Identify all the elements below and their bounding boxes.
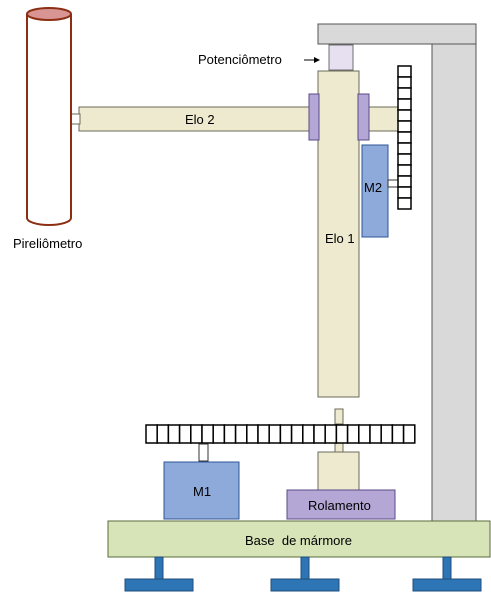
gear-tooth	[397, 186, 412, 199]
gear-tooth	[279, 424, 293, 444]
link-1	[317, 70, 360, 398]
gear-tooth	[397, 175, 412, 188]
motor-m1-label: M1	[193, 484, 211, 499]
gear-tooth	[397, 142, 412, 155]
pireliometer-label: Pireliômetro	[13, 236, 82, 251]
foot-middle	[270, 556, 340, 592]
gear-tooth	[257, 424, 270, 444]
gear-tooth	[397, 76, 412, 89]
gear-tooth	[397, 65, 412, 78]
gear-tooth	[313, 424, 326, 444]
motor-m1	[163, 461, 240, 520]
gear-tooth	[397, 98, 412, 111]
frame-top-beam	[317, 23, 477, 45]
gear-tooth	[397, 87, 412, 100]
horizontal-gear	[145, 424, 416, 444]
gear-tooth	[324, 424, 338, 444]
link-1-shaft	[334, 408, 344, 425]
gear-tooth	[212, 424, 226, 444]
gear-tooth	[397, 131, 412, 144]
link-1-label: Elo 1	[325, 231, 355, 246]
gear-tooth	[397, 153, 412, 166]
bearing	[286, 489, 396, 520]
gear-tooth	[178, 424, 192, 444]
motor-m2-label: M2	[364, 180, 382, 195]
gear-tooth	[268, 424, 282, 444]
gear-tooth	[397, 164, 412, 177]
gear-tooth	[380, 424, 394, 444]
bearing-housing	[317, 451, 360, 492]
vertical-gear	[397, 65, 412, 210]
gear-tooth	[369, 424, 382, 444]
gear-tooth	[346, 424, 360, 444]
gear-tooth	[335, 424, 349, 444]
gear-tooth	[358, 424, 371, 444]
gear-tooth	[156, 424, 170, 444]
gear-tooth	[302, 424, 315, 444]
frame-column	[431, 43, 477, 523]
gear-tooth	[167, 424, 181, 444]
gear-tooth	[234, 424, 248, 444]
gear-tooth	[397, 109, 412, 122]
joint-block-left	[308, 93, 320, 141]
gear-tooth	[397, 120, 412, 133]
pireliometer	[26, 7, 72, 226]
foot-left	[124, 556, 194, 592]
potentiometer-arrow	[304, 57, 320, 63]
motor-m1-shaft	[198, 443, 209, 462]
lower-shaft	[334, 442, 344, 453]
gear-tooth	[246, 424, 259, 444]
gear-tooth	[190, 424, 203, 444]
gear-tooth	[397, 197, 412, 210]
motor-m2	[361, 144, 389, 238]
gear-tooth	[402, 424, 416, 444]
gear-tooth	[145, 424, 158, 444]
gear-tooth	[201, 424, 214, 444]
bearing-label: Rolamento	[308, 498, 371, 513]
motor-m2-shaft	[387, 179, 399, 188]
potentiometer	[328, 44, 354, 71]
marble-base	[107, 520, 491, 558]
foot-right	[412, 556, 482, 592]
marble-base-label: Base de mármore	[245, 533, 352, 548]
gear-tooth	[223, 424, 237, 444]
joint-block-right	[357, 93, 370, 141]
gear-tooth	[290, 424, 304, 444]
potentiometer-label: Potenciômetro	[198, 52, 282, 67]
link-2-label: Elo 2	[185, 112, 215, 127]
gear-tooth	[391, 424, 405, 444]
